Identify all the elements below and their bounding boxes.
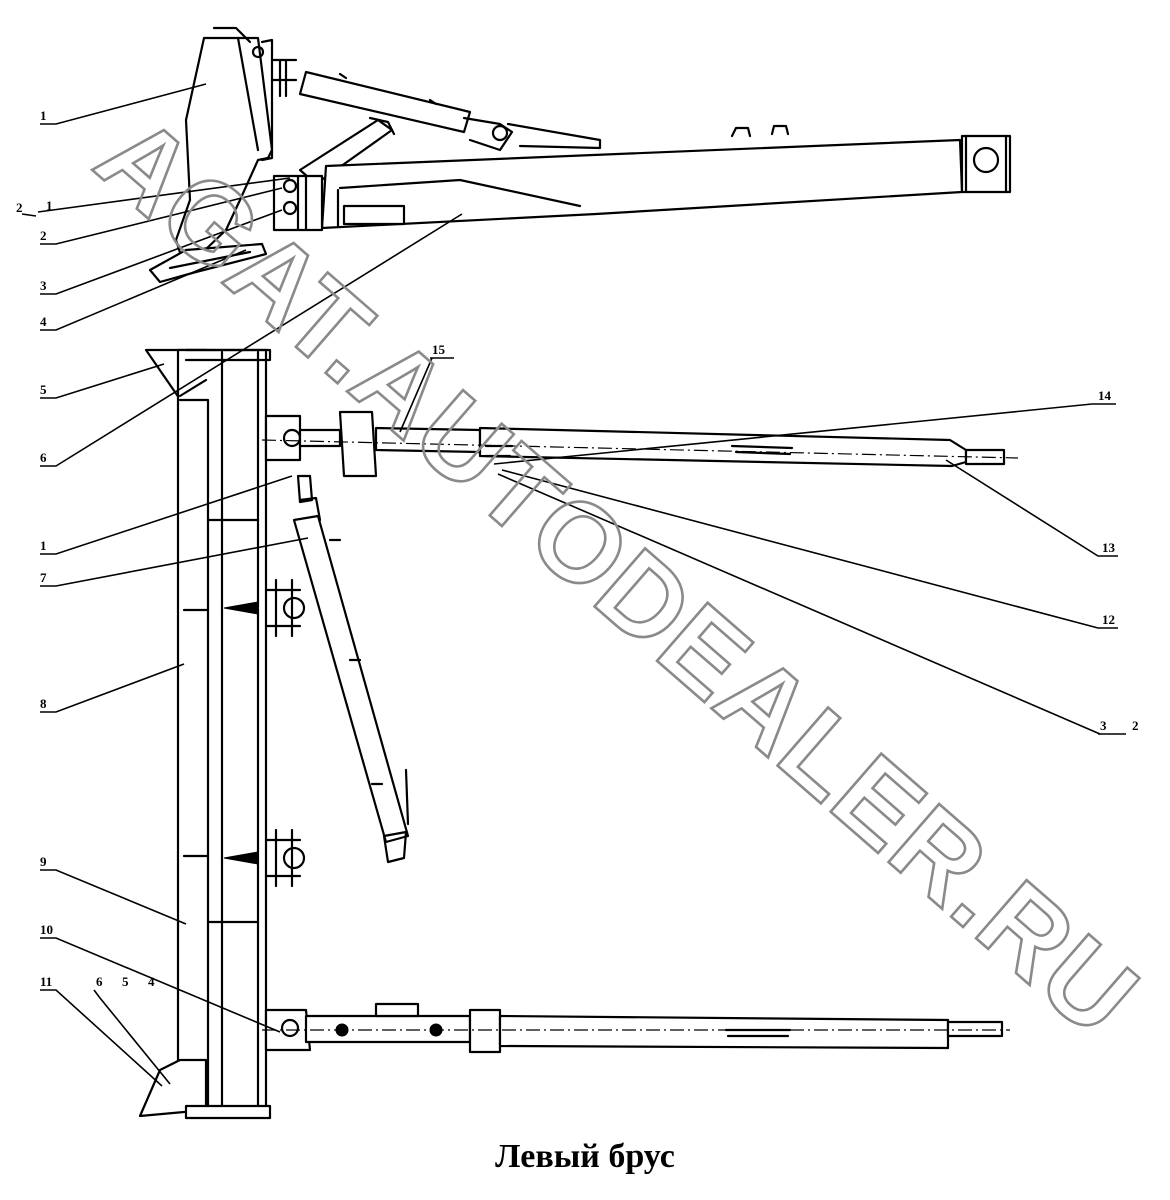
callout-10: 10 (40, 922, 53, 937)
top-cylinder (298, 70, 472, 134)
callout-14: 14 (1098, 388, 1112, 403)
callout-15: 15 (432, 342, 446, 357)
callout-6: 6 (40, 450, 47, 465)
callout-2: 2 (40, 228, 47, 243)
callout-3-over-2-b: 2 (1132, 718, 1139, 733)
callout-9: 9 (40, 854, 47, 869)
callout-4: 4 (40, 314, 47, 329)
callout-6-5-4-b: 5 (122, 974, 129, 989)
callout-1: 1 (40, 108, 47, 123)
lower-rod (498, 1014, 950, 1050)
callout-6-5-4-c: 4 (148, 974, 155, 989)
callout-5: 5 (40, 382, 47, 397)
callout-3-over-2-a: 3 (1100, 718, 1107, 733)
main-beam (320, 138, 964, 230)
plan-view (138, 348, 1019, 1120)
callouts: 1 2 1 2 3 4 5 6 15 14 1 7 13 12 3 2 8 9 … (16, 108, 1139, 989)
callout-1-lower: 1 (40, 538, 47, 553)
diagonal-brace (292, 514, 410, 844)
callout-7: 7 (40, 570, 47, 585)
callout-2-over-1-a: 2 (16, 200, 23, 215)
leader-lines (21, 83, 1126, 1087)
callout-6-5-4-a: 6 (96, 974, 103, 989)
callout-3: 3 (40, 278, 47, 293)
drawing-caption: Левый брус (495, 1138, 675, 1175)
callout-2-over-1-b: 1 (46, 198, 53, 213)
callout-12: 12 (1102, 612, 1115, 627)
callout-11: 11 (40, 974, 52, 989)
callout-8: 8 (40, 696, 47, 711)
callout-13: 13 (1102, 540, 1116, 555)
